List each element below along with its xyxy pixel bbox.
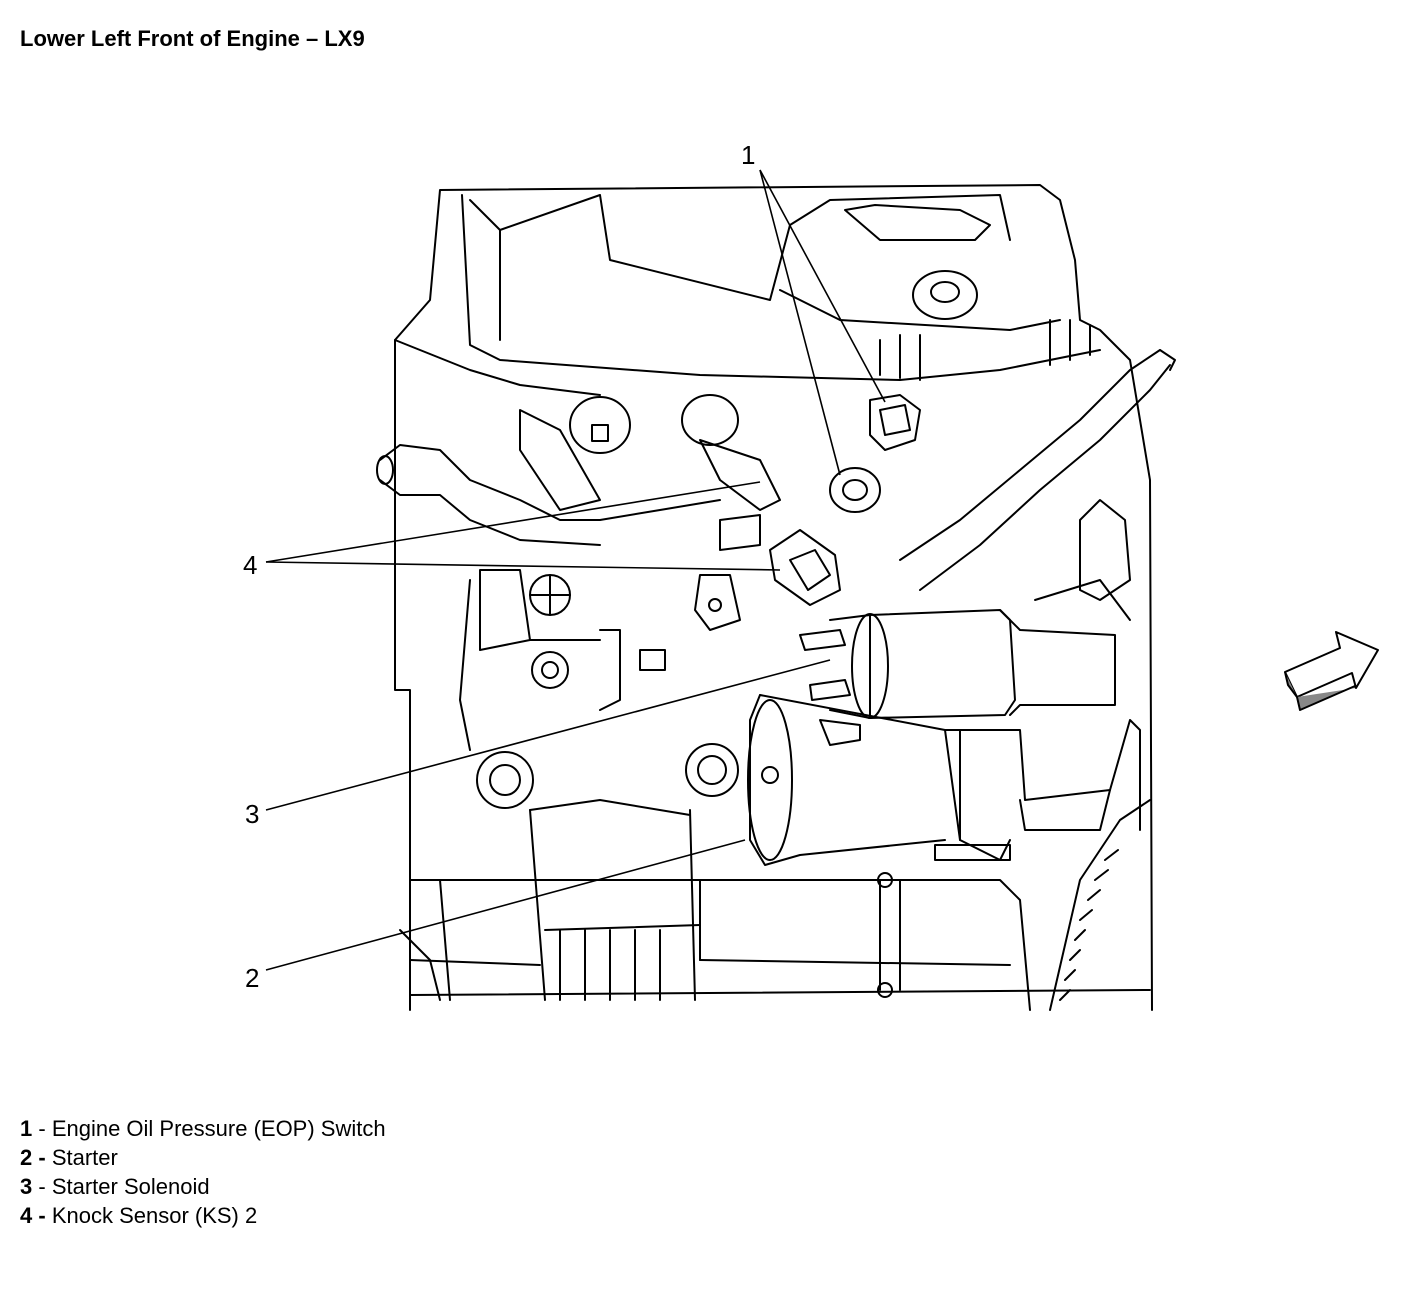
legend-item: 3 - Starter Solenoid [20, 1172, 386, 1201]
legend-number: 2 [20, 1145, 33, 1170]
callout-1: 1 [741, 140, 756, 170]
legend-separator: - [32, 1174, 52, 1199]
legend-separator: - [32, 1116, 52, 1141]
legend-number: 1 [20, 1116, 33, 1141]
legend-item: 1 - Engine Oil Pressure (EOP) Switch [20, 1114, 386, 1143]
callout-2: 2 [245, 963, 260, 993]
legend-separator: - [32, 1203, 52, 1228]
callout-3: 3 [245, 799, 260, 829]
leader-line-1a [759, 169, 841, 476]
legend-item: 4 - Knock Sensor (KS) 2 [20, 1201, 386, 1230]
legend-label: Starter Solenoid [51, 1174, 210, 1199]
legend-number: 3 [20, 1174, 33, 1199]
page-title: Lower Left Front of Engine – LX9 [20, 26, 365, 51]
leader-line-3 [265, 659, 831, 811]
engine-illustration [376, 184, 1176, 1011]
leader-line-4b [265, 561, 781, 571]
leader-lines [265, 169, 886, 971]
front-direction-arrow-icon [1284, 631, 1379, 711]
legend-label: Knock Sensor (KS) 2 [51, 1203, 258, 1228]
legend-item: 2 - Starter [20, 1143, 386, 1172]
leader-line-1b [759, 169, 886, 403]
leader-line-2 [265, 839, 746, 971]
legend-number: 4 [20, 1203, 33, 1228]
callout-4: 4 [243, 550, 258, 580]
legend: 1 - Engine Oil Pressure (EOP) Switch 2 -… [20, 1114, 386, 1230]
legend-label: Starter [51, 1145, 118, 1170]
legend-separator: - [32, 1145, 52, 1170]
legend-label: Engine Oil Pressure (EOP) Switch [51, 1116, 386, 1141]
leader-line-4a [265, 481, 761, 563]
